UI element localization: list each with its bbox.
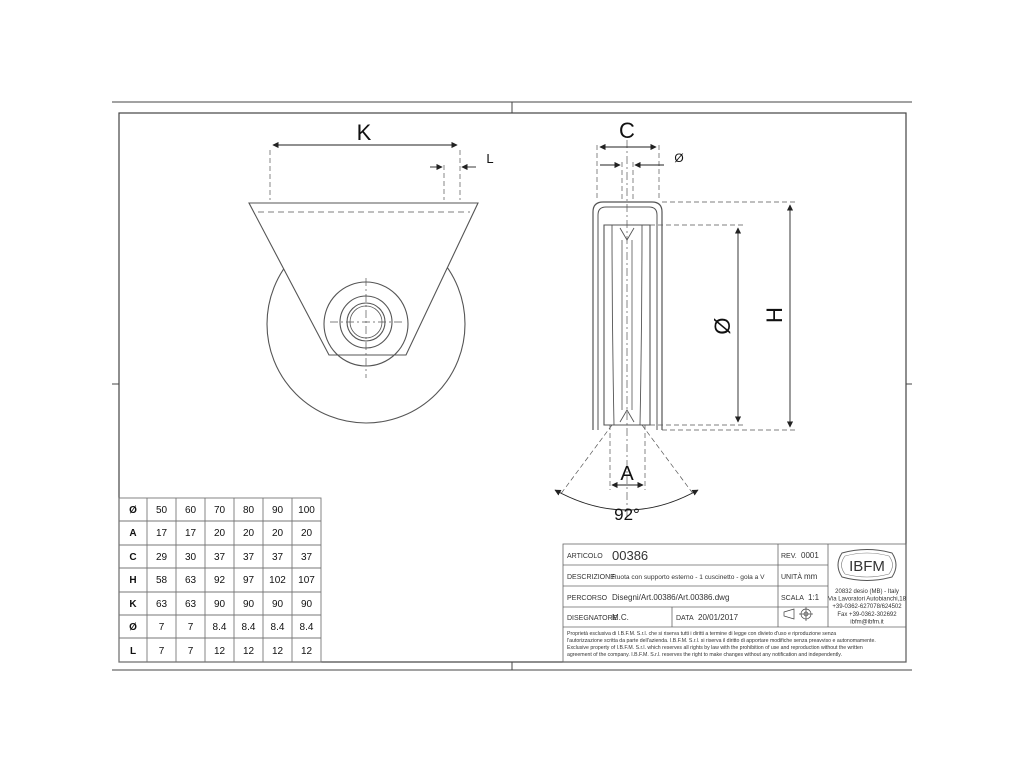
disclaimer-line: Exclusive property of I.B.F.M. S.r.l. wh… xyxy=(567,645,863,651)
dim-label-diam-small: Ø xyxy=(674,151,683,165)
spec-cell: 29 xyxy=(156,552,168,563)
spec-cell: 20 xyxy=(272,528,284,539)
dim-label-a: A xyxy=(620,463,634,485)
address-line: +39-0362-627078/624502 xyxy=(832,604,902,610)
scala-value: 1:1 xyxy=(808,593,820,602)
spec-cell: 17 xyxy=(185,528,197,539)
spec-cell: 92 xyxy=(214,575,226,586)
address-line: Fax +39-0362-302692 xyxy=(837,612,897,618)
spec-cell: 37 xyxy=(301,552,313,563)
spec-row-label: Ø xyxy=(129,505,137,516)
spec-cell: 8.4 xyxy=(213,622,227,633)
side-view xyxy=(554,140,798,520)
dim-label-c: C xyxy=(619,118,635,143)
spec-cell: 12 xyxy=(214,646,226,657)
spec-cell: 90 xyxy=(301,599,313,610)
unita-value: mm xyxy=(804,572,818,581)
spec-cell: 30 xyxy=(185,552,197,563)
spec-row-label: L xyxy=(130,646,136,657)
rev-label: REV. xyxy=(781,553,797,560)
spec-cell: 37 xyxy=(214,552,226,563)
disclaimer-line: Proprietà esclusiva di I.B.F.M. S.r.l. c… xyxy=(567,631,836,637)
disegnatore-value: M.C. xyxy=(612,613,629,622)
spec-cell: 63 xyxy=(185,575,197,586)
spec-cell: 60 xyxy=(185,505,197,516)
sheet-frame xyxy=(112,101,912,671)
spec-cell: 97 xyxy=(243,575,255,586)
disclaimer-text: Proprietà esclusiva di I.B.F.M. S.r.l. c… xyxy=(567,631,876,658)
spec-cell: 58 xyxy=(156,575,168,586)
data-value: 20/01/2017 xyxy=(698,613,739,622)
title-block: ARTICOLO 00386 REV. 0001 DESCRIZIONE Ruo… xyxy=(562,543,907,663)
articolo-label: ARTICOLO xyxy=(567,553,603,560)
projection-symbol-icon xyxy=(783,607,813,621)
address-line: ibfm@ibfm.it xyxy=(850,619,884,625)
spec-cell: 50 xyxy=(156,505,168,516)
spec-cell: 90 xyxy=(272,599,284,610)
spec-cell: 12 xyxy=(272,646,284,657)
address-line: Via Lavoratori Autobianchi,18 xyxy=(828,597,907,603)
spec-cell: 20 xyxy=(301,528,313,539)
rev-value: 0001 xyxy=(801,551,819,560)
spec-cell: 90 xyxy=(272,505,284,516)
spec-cell: 12 xyxy=(301,646,313,657)
spec-cell: 12 xyxy=(243,646,255,657)
disegnatore-label: DISEGNATORE xyxy=(567,615,618,622)
dim-label-diam-large: Ø xyxy=(710,317,735,334)
spec-cell: 20 xyxy=(214,528,226,539)
spec-row-label: H xyxy=(129,575,136,586)
descrizione-value: Ruota con supporto esterno - 1 cuscinett… xyxy=(612,574,765,581)
scala-label: SCALA xyxy=(781,595,804,602)
address-line: 20832 desio (MB) - Italy xyxy=(835,589,899,595)
spec-cell: 7 xyxy=(188,646,194,657)
spec-cell: 7 xyxy=(188,622,194,633)
spec-cell: 90 xyxy=(214,599,226,610)
front-view xyxy=(248,141,479,424)
spec-cell: 17 xyxy=(156,528,168,539)
spec-row-label: C xyxy=(129,552,136,563)
spec-cell: 8.4 xyxy=(242,622,256,633)
disclaimer-line: agreement of the company. I.B.F.M. S.r.l… xyxy=(567,652,842,658)
disclaimer-line: l'autorizzazione scritta da parte dell'a… xyxy=(567,638,876,644)
data-label: DATA xyxy=(676,615,694,622)
articolo-value: 00386 xyxy=(612,548,648,563)
dim-label-k: K xyxy=(357,120,372,145)
spec-cell: 107 xyxy=(298,575,315,586)
percorso-value: Disegni/Art.00386/Art.00386.dwg xyxy=(612,593,729,602)
bracket-plate xyxy=(248,202,479,356)
logo-text: IBFM xyxy=(849,558,885,575)
dim-label-l: L xyxy=(486,151,493,166)
dim-label-angle: 92° xyxy=(614,505,640,524)
spec-cell: 37 xyxy=(272,552,284,563)
percorso-label: PERCORSO xyxy=(567,595,608,602)
descrizione-label: DESCRIZIONE xyxy=(567,574,615,581)
spec-cell: 37 xyxy=(243,552,255,563)
spec-cell: 70 xyxy=(214,505,226,516)
unita-label: UNITÀ xyxy=(781,572,802,581)
dim-label-h: H xyxy=(762,307,787,323)
spec-cell: 20 xyxy=(243,528,255,539)
spec-cell: 8.4 xyxy=(300,622,314,633)
spec-row-label: A xyxy=(129,528,136,539)
spec-cell: 100 xyxy=(298,505,315,516)
spec-row-label: K xyxy=(129,599,137,610)
spec-row-label: Ø xyxy=(129,622,137,633)
spec-cell: 90 xyxy=(243,599,255,610)
company-logo: IBFM xyxy=(837,549,897,581)
spec-cell: 63 xyxy=(156,599,168,610)
spec-cell: 7 xyxy=(159,622,165,633)
spec-cell: 7 xyxy=(159,646,165,657)
spec-cell: 63 xyxy=(185,599,197,610)
spec-cell: 8.4 xyxy=(271,622,285,633)
spec-cell: 102 xyxy=(269,575,286,586)
spec-cell: 80 xyxy=(243,505,255,516)
